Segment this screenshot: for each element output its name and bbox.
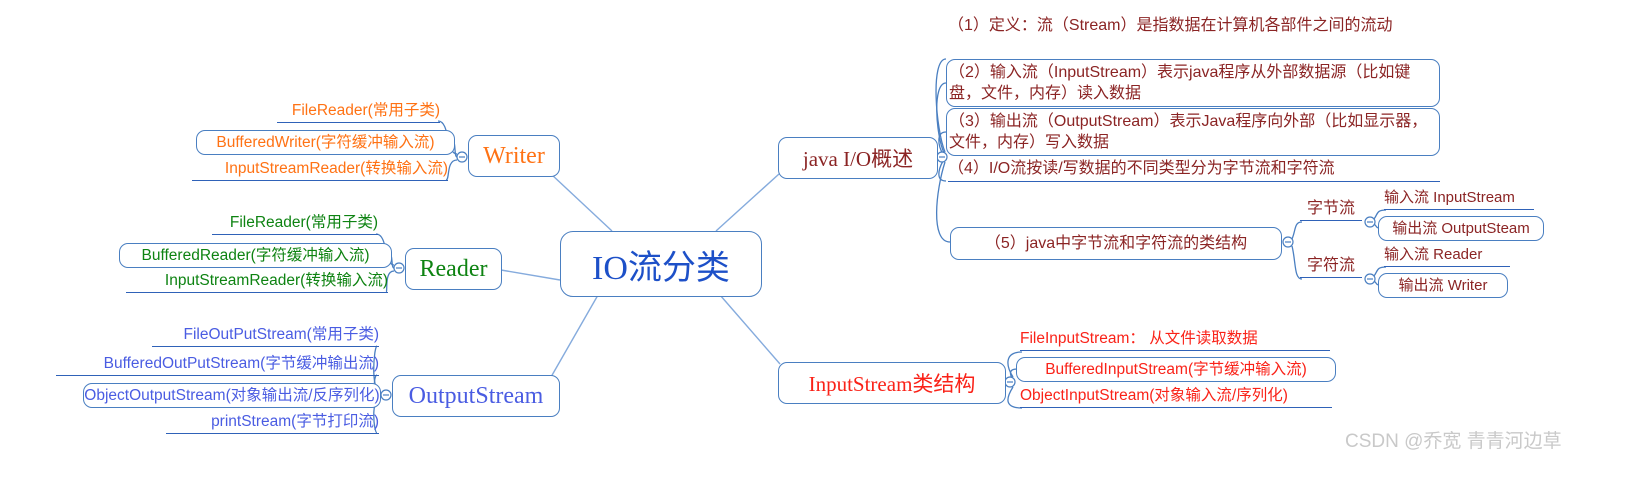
collapse-toggle-reader[interactable] — [393, 262, 405, 274]
watermark: CSDN @乔宽 青青河边草 — [1345, 431, 1562, 452]
reader-child-filereader[interactable]: FileReader(常用子类) — [212, 214, 378, 235]
writer-child-inputstreamreader[interactable]: InputStreamReader(转换输入流) — [192, 160, 448, 181]
reader-child-bufferedreader[interactable]: BufferedReader(字符缓冲输入流) — [119, 243, 392, 268]
collapse-toggle-writer[interactable] — [456, 151, 468, 163]
writer-child-bufferedwriter[interactable]: BufferedWriter(字符缓冲输入流) — [196, 130, 455, 155]
collapse-toggle-inputstream[interactable] — [1004, 376, 1016, 388]
writer-topic[interactable]: Writer — [468, 135, 560, 177]
byte-stream-child-inputstream[interactable]: 输入流 InputStream — [1384, 189, 1534, 210]
center-topic[interactable]: IO流分类 — [560, 231, 762, 297]
char-stream-child-reader[interactable]: 输入流 Reader — [1384, 246, 1510, 267]
collapse-toggle-item5[interactable] — [1282, 236, 1294, 248]
outputstream-child-fileoutputstream[interactable]: FileOutPutStream(常用子类) — [152, 326, 379, 347]
overview-item-3[interactable]: （3）输出流（OutputStream）表示Java程序向外部（比如显示器，文件… — [946, 108, 1440, 156]
byte-stream-topic[interactable]: 字节流 — [1300, 200, 1362, 221]
center-branch-lines — [500, 173, 781, 378]
overview-item-5[interactable]: （5）java中字节流和字符流的类结构 — [950, 227, 1282, 260]
collapse-toggle-char-stream[interactable] — [1364, 273, 1376, 285]
reader-topic[interactable]: Reader — [405, 248, 502, 290]
inputstream-topic[interactable]: InputStream类结构 — [778, 362, 1006, 404]
overview-item-4[interactable]: （4）I/O流按读/写数据的不同类型分为字节流和字符流 — [948, 158, 1440, 182]
inputstream-child-bufferedinputstream[interactable]: BufferedInputStream(字节缓冲输入流) — [1016, 357, 1336, 382]
collapse-toggle-outputstream[interactable] — [380, 389, 392, 401]
byte-stream-child-outputsteam[interactable]: 输出流 OutputSteam — [1378, 216, 1544, 241]
overview-item-2[interactable]: （2）输入流（InputStream）表示java程序从外部数据源（比如键盘，文… — [946, 59, 1440, 107]
inputstream-child-fileinputstream[interactable]: FileInputStream： 从文件读取数据 — [1020, 330, 1330, 351]
writer-child-filereader[interactable]: FileReader(常用子类) — [277, 102, 440, 123]
overview-topic[interactable]: java I/O概述 — [778, 137, 938, 179]
collapse-toggle-byte-stream[interactable] — [1364, 216, 1376, 228]
collapse-toggles — [380, 151, 1376, 401]
reader-child-inputstreamreader[interactable]: InputStreamReader(转换输入流) — [126, 272, 388, 293]
outputstream-child-bufferedoutputstream[interactable]: BufferedOutPutStream(字节缓冲输出流) — [56, 355, 379, 376]
outputstream-child-printstream[interactable]: printStream(字节打印流) — [166, 413, 379, 434]
outputstream-topic[interactable]: OutputStream — [392, 375, 560, 417]
char-stream-child-writer[interactable]: 输出流 Writer — [1378, 273, 1508, 298]
outputstream-child-objectoutputstream[interactable]: ObjectOutputStream(对象输出流/反序列化) — [83, 383, 381, 408]
overview-item-1[interactable]: （1）定义：流（Stream）是指数据在计算机各部件之间的流动 — [948, 17, 1393, 34]
collapse-toggle-overview[interactable] — [936, 151, 948, 163]
inputstream-child-objectinputstream[interactable]: ObjectInputStream(对象输入流/序列化) — [1020, 387, 1332, 408]
char-stream-topic[interactable]: 字符流 — [1300, 257, 1362, 278]
